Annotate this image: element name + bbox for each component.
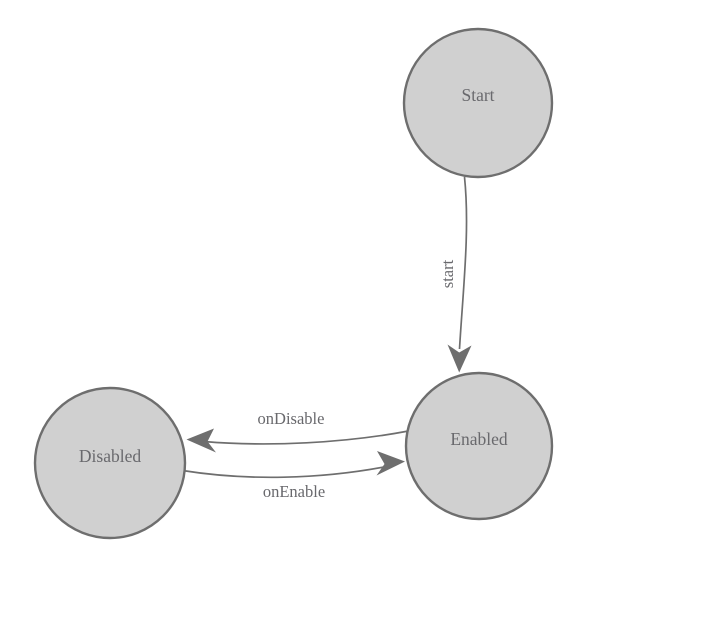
node-enabled[interactable]: Enabled xyxy=(404,371,554,521)
node-label-start: Start xyxy=(461,85,494,105)
node-start[interactable]: Start xyxy=(402,27,554,179)
edge-path-enabled-to-disabled xyxy=(203,430,409,445)
edge-start-to-enabled[interactable]: start xyxy=(438,176,472,373)
node-shape-enabled xyxy=(404,371,554,521)
node-label-disabled: Disabled xyxy=(79,446,141,466)
edge-path-disabled-to-enabled xyxy=(182,466,385,479)
edge-label-start: start xyxy=(438,259,457,288)
edge-label-onenable: onEnable xyxy=(263,482,325,501)
edge-disabled-to-enabled[interactable]: onEnable xyxy=(182,451,406,501)
node-shape-disabled xyxy=(33,386,187,540)
arrowhead-enabled-to-disabled xyxy=(186,428,216,453)
node-disabled[interactable]: Disabled xyxy=(33,386,187,540)
edge-enabled-to-disabled[interactable]: onDisable xyxy=(186,409,409,453)
edge-path-start-to-enabled xyxy=(458,176,468,350)
node-shape-start xyxy=(402,27,554,179)
edge-label-ondisable: onDisable xyxy=(258,409,325,428)
node-label-enabled: Enabled xyxy=(450,429,508,449)
arrowhead-disabled-to-enabled xyxy=(376,451,405,476)
arrowhead-start-to-enabled xyxy=(447,344,472,373)
